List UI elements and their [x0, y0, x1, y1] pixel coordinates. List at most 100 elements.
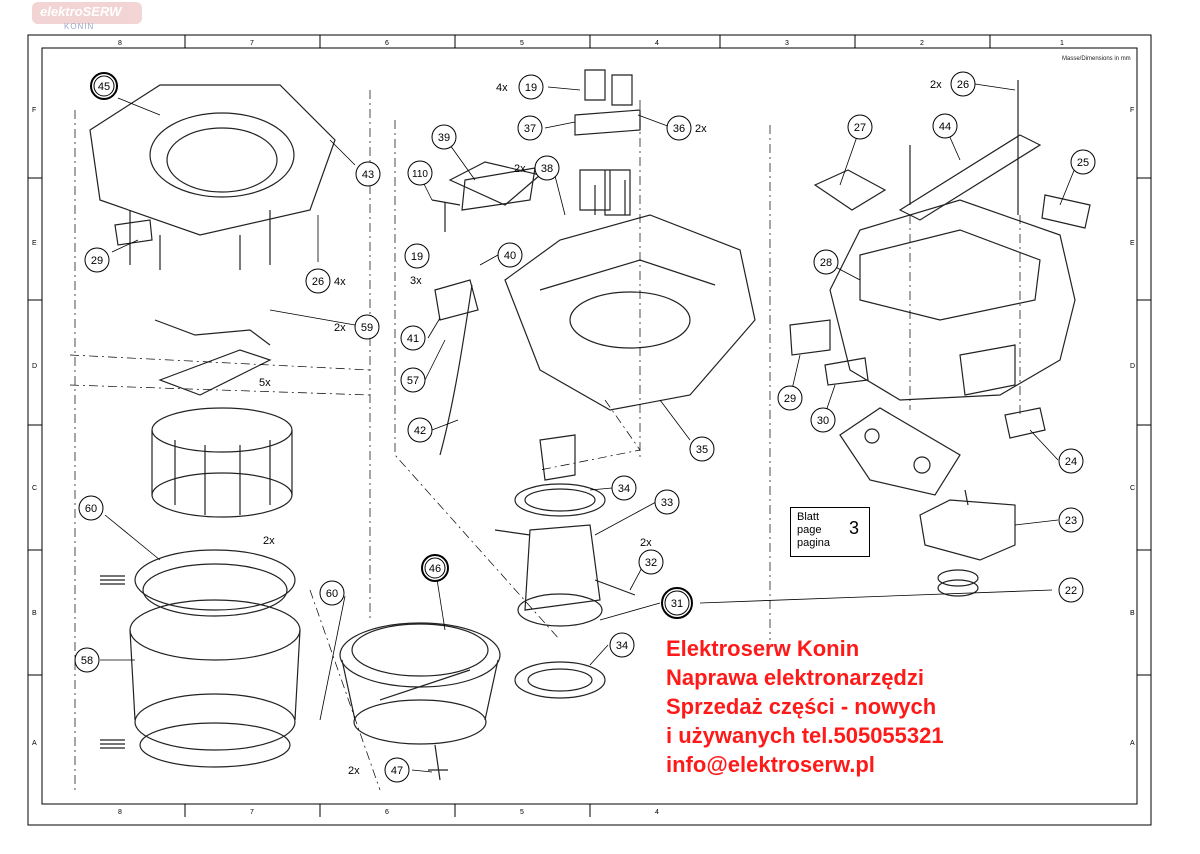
column-label: 5 — [520, 809, 524, 816]
svg-text:32: 32 — [645, 557, 657, 569]
svg-text:34: 34 — [616, 640, 628, 652]
callout-34: 34 — [611, 475, 637, 501]
callout-46: 46 — [421, 554, 449, 582]
callout-60: 60 — [319, 580, 345, 606]
qty-label: 2x — [514, 163, 526, 175]
callout-44: 44 — [932, 113, 958, 139]
svg-text:43: 43 — [362, 169, 374, 181]
callout-31: 31 — [661, 587, 693, 619]
cartridge-filter-part — [100, 549, 301, 768]
column-label: 4 — [655, 809, 659, 816]
svg-text:42: 42 — [414, 425, 426, 437]
svg-text:60: 60 — [85, 503, 97, 515]
qty-label: 2x — [695, 123, 707, 135]
callout-41: 41 — [400, 325, 426, 351]
svg-text:40: 40 — [504, 250, 516, 262]
svg-text:39: 39 — [438, 132, 450, 144]
svg-text:19: 19 — [525, 82, 537, 94]
callout-39: 39 — [431, 124, 457, 150]
promo-email: info@elektroserw.pl — [666, 752, 875, 777]
column-label: 5 — [520, 40, 524, 47]
callout-19: 19 — [518, 74, 544, 100]
callout-40: 40 — [497, 242, 523, 268]
callout-37: 37 — [517, 115, 543, 141]
motor-cover-part — [919, 489, 1016, 597]
leader-lines — [100, 83, 1076, 773]
vacuum-motor-part — [494, 434, 636, 699]
callout-43: 43 — [355, 161, 381, 187]
svg-text:44: 44 — [939, 121, 951, 133]
svg-text:110: 110 — [412, 169, 428, 180]
callout-19: 19 — [404, 243, 430, 269]
row-label: D — [1130, 363, 1135, 370]
promo-line: Sprzedaż części - nowych — [666, 694, 937, 719]
callout-27: 27 — [847, 114, 873, 140]
svg-text:30: 30 — [817, 415, 829, 427]
page-ref-line: pagina — [797, 537, 831, 549]
callout-23: 23 — [1058, 507, 1084, 533]
callout-29: 29 — [777, 385, 803, 411]
callout-57: 57 — [400, 367, 426, 393]
row-label: E — [1130, 240, 1135, 247]
svg-text:28: 28 — [820, 257, 832, 269]
svg-text:24: 24 — [1065, 456, 1077, 468]
svg-text:22: 22 — [1065, 585, 1077, 597]
svg-text:45: 45 — [98, 81, 110, 93]
dirt-bag-bowl-part — [339, 622, 501, 781]
qty-label: 2x — [348, 765, 360, 777]
page-ref-line: Blatt — [797, 511, 820, 523]
callout-36: 36 — [666, 115, 692, 141]
svg-text:35: 35 — [696, 444, 708, 456]
qty-label: 3x — [410, 275, 422, 287]
frame-labels: 8 7 6 5 4 3 2 1 8 7 6 5 4 F E D C B A F … — [32, 40, 1135, 816]
brand-logo: elektroSERW — [32, 2, 142, 24]
brand-logo-sub: KONIN — [64, 22, 95, 31]
qty-label: 2x — [640, 537, 652, 549]
row-label: C — [32, 485, 37, 492]
callout-110: 110 — [407, 160, 433, 186]
svg-text:19: 19 — [411, 251, 423, 263]
callout-22: 22 — [1058, 577, 1084, 603]
callout-58: 58 — [74, 647, 100, 673]
label-stickers — [114, 161, 1091, 386]
callout-24: 24 — [1058, 448, 1084, 474]
column-label: 1 — [1060, 40, 1064, 47]
column-label: 3 — [785, 40, 789, 47]
svg-text:34: 34 — [618, 483, 630, 495]
callout-60: 60 — [78, 495, 104, 521]
drawing-frame — [27, 34, 1152, 826]
page-ref-line: page — [797, 524, 822, 536]
row-label: B — [32, 610, 37, 617]
column-label: 7 — [250, 809, 254, 816]
row-label: E — [32, 240, 37, 247]
column-label: 8 — [118, 40, 122, 47]
svg-text:60: 60 — [326, 588, 338, 600]
row-label: F — [32, 107, 36, 114]
page-ref-number: 3 — [848, 518, 859, 538]
callout-45: 45 — [90, 72, 118, 100]
column-label: 8 — [118, 809, 122, 816]
motor-housing-part — [504, 69, 756, 411]
column-label: 4 — [655, 40, 659, 47]
qty-label: 4x — [334, 276, 346, 288]
switch-assembly-part — [431, 167, 536, 456]
promo-line: Elektroserw Konin — [666, 636, 860, 661]
svg-text:57: 57 — [407, 375, 419, 387]
column-label: 2 — [920, 40, 924, 47]
callout-26: 26 — [305, 268, 331, 294]
head-cover-part — [89, 84, 336, 270]
promo-text-block: Elektroserw Konin Naprawa elektronarzędz… — [666, 634, 944, 779]
quantity-labels: 4x 2x 5x 2x 2x 4x 2x 2x 3x 2x 2x — [259, 79, 942, 777]
callout-29: 29 — [84, 247, 110, 273]
svg-text:38: 38 — [541, 163, 553, 175]
svg-text:47: 47 — [391, 765, 403, 777]
svg-text:29: 29 — [784, 393, 796, 405]
row-label: B — [1130, 610, 1135, 617]
callouts: 45 43 29 26 59 60 58 60 46 47 19 37 36 3… — [74, 71, 1096, 783]
column-label: 6 — [385, 809, 389, 816]
dimensions-note: Masse/Dimensions in mm — [1062, 56, 1131, 62]
svg-text:37: 37 — [524, 123, 536, 135]
svg-text:25: 25 — [1077, 157, 1089, 169]
